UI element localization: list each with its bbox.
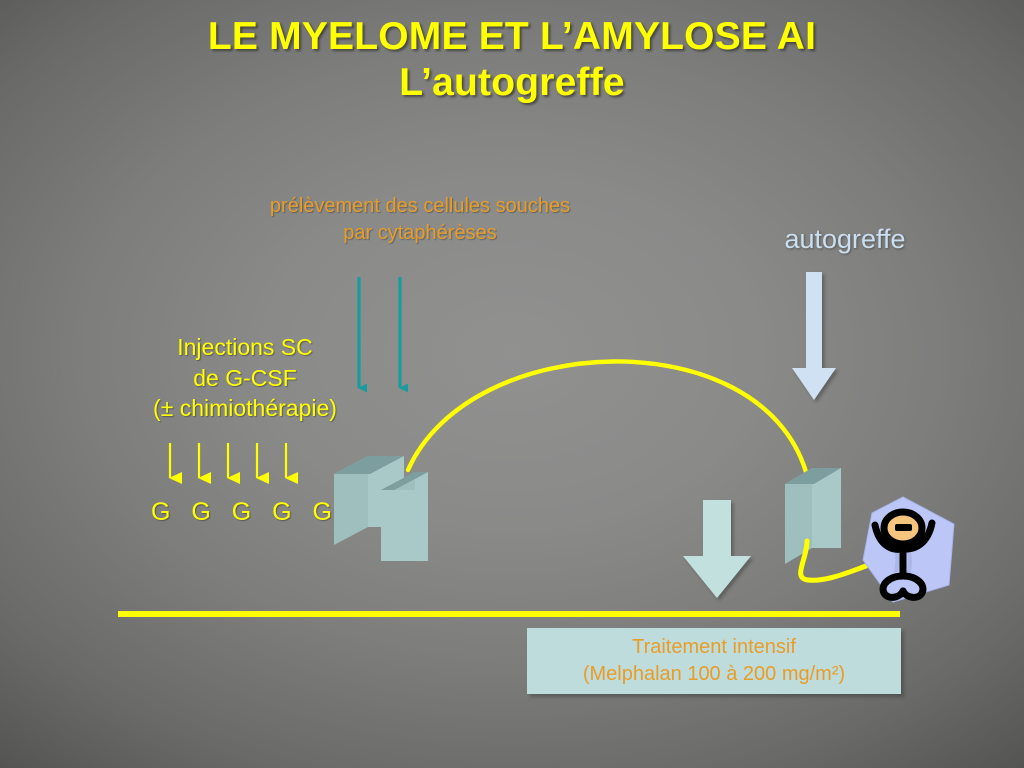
harvest-label-line-1: prélèvement des cellules souches — [269, 195, 571, 217]
harvest-label-line-2: par cytaphérèses — [343, 221, 497, 244]
patient-person-icon — [862, 496, 955, 603]
autograft-label-text: autogreffe — [784, 224, 906, 254]
treatment-line-1: Traitement intensif — [632, 636, 796, 658]
injections-label-line-1: Injections SC — [177, 334, 313, 360]
treatment-callout-box: Traitement intensif (Melphalan 100 à 200… — [527, 628, 901, 694]
gcsf-dose-markers: G G G G G — [60, 496, 430, 529]
gcsf-arrows-group — [168, 443, 298, 484]
harvest-arrows-group — [357, 277, 408, 393]
infusion-tube — [798, 538, 869, 583]
stem-cell-bag-2 — [381, 472, 428, 561]
autograft-label: autogreffe — [680, 222, 1010, 258]
harvest-label: prélèvement des cellules souches par cyt… — [120, 193, 720, 246]
gcsf-dose-letters: G G G G G — [150, 498, 339, 526]
autograft-arrow — [792, 272, 836, 400]
injections-label: Injections SC de G-CSF (± chimiothérapie… — [60, 332, 430, 424]
reinfusion-bag — [785, 468, 841, 564]
cryopreservation-arc — [405, 359, 809, 475]
treatment-line-2: (Melphalan 100 à 200 mg/m²) — [582, 663, 846, 685]
conditioning-arrow — [683, 500, 751, 598]
injections-label-line-3: (± chimiothérapie) — [153, 395, 337, 422]
injections-label-line-2: de G-CSF — [193, 364, 297, 391]
